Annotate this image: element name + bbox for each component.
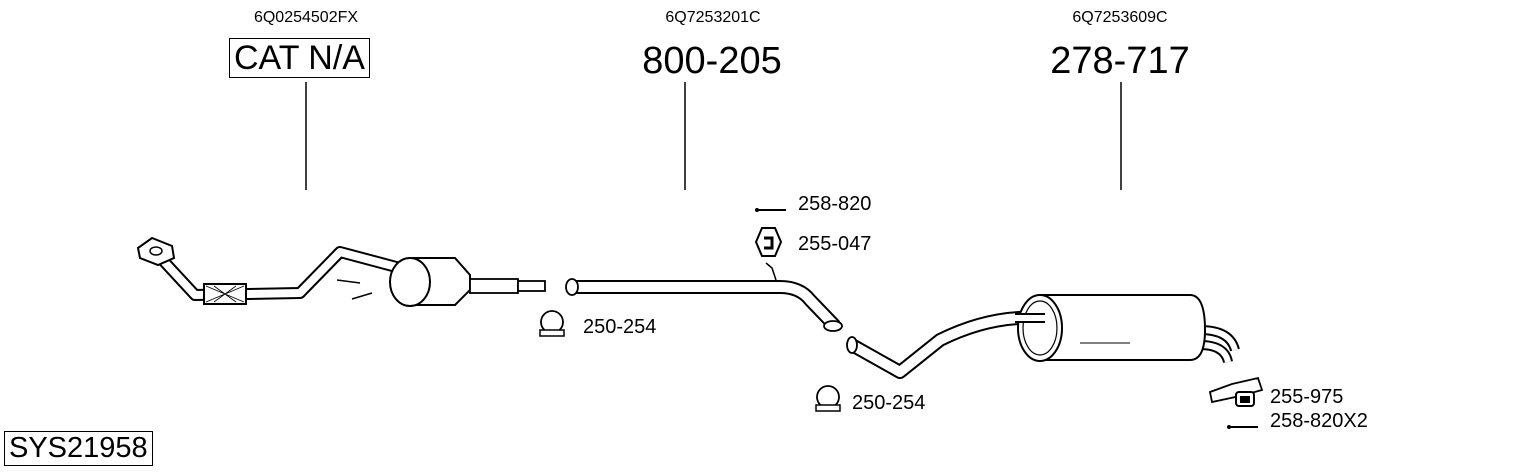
mounting-bracket-icon [1208, 376, 1264, 407]
catalytic-converter-drawing [136, 236, 546, 307]
oe-number-cat: 6Q0254502FX [253, 9, 359, 26]
accessory-label[interactable]: 250-254 [852, 392, 926, 414]
clamp-icon [815, 385, 841, 412]
part-number-cat[interactable]: CAT N/A [229, 38, 370, 78]
clamp-icon [539, 310, 565, 337]
oe-number-rear: 6Q7253609C [1072, 9, 1168, 26]
rubber-hanger-icon [754, 227, 783, 257]
rear-silencer-drawing [846, 294, 1240, 379]
accessory-label[interactable]: 258-820X2 [1270, 410, 1368, 432]
accessory-label[interactable]: 255-047 [798, 233, 872, 255]
system-id: SYS21958 [4, 431, 153, 466]
accessory-label[interactable]: 258-820 [798, 193, 872, 215]
bolt-icon [1227, 425, 1258, 429]
middle-pipe-drawing [565, 262, 843, 332]
bolt-icon [755, 208, 786, 212]
part-number-rear[interactable]: 278-717 [1050, 40, 1190, 82]
accessory-label[interactable]: 250-254 [583, 316, 657, 338]
part-number-middle[interactable]: 800-205 [642, 40, 782, 82]
oe-number-middle: 6Q7253201C [665, 9, 761, 26]
accessory-label[interactable]: 255-975 [1270, 386, 1344, 408]
